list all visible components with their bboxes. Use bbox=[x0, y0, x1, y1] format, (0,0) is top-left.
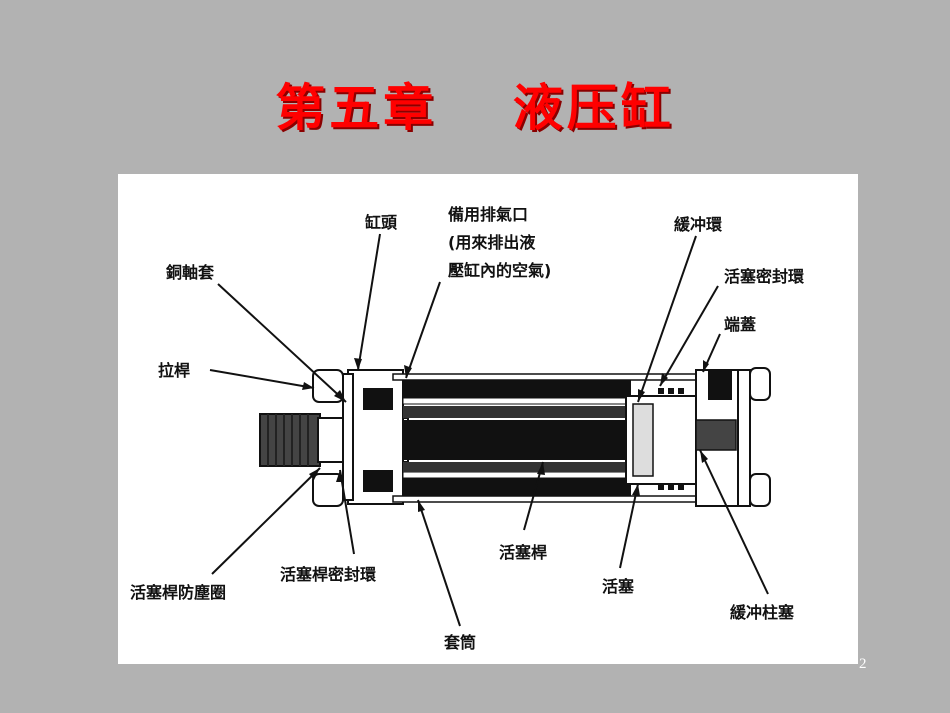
label-spare-vent-2: (用來排出液 bbox=[448, 233, 536, 252]
label-cushion-ring: 緩冲環 bbox=[674, 215, 723, 234]
cylinder-cross-section-drawing bbox=[209, 233, 771, 627]
label-rod-wiper: 活塞桿防塵圈 bbox=[130, 583, 227, 602]
leader-piston bbox=[619, 483, 639, 569]
page-number: 2 bbox=[859, 656, 867, 672]
label-end-cap: 端蓋 bbox=[724, 315, 757, 334]
label-bronze-bushing: 銅軸套 bbox=[166, 263, 215, 282]
rear-tie-rod-nut-bottom bbox=[749, 473, 771, 507]
label-piston-seal-ring: 活塞密封環 bbox=[724, 267, 805, 286]
leader-cushion-ring bbox=[637, 235, 697, 403]
label-barrel: 套筒 bbox=[444, 633, 477, 652]
cushion-plunger-body bbox=[695, 419, 737, 451]
rod-threaded-end bbox=[259, 413, 321, 467]
leader-piston-seal-ring bbox=[659, 285, 719, 387]
tie-rod-bottom bbox=[392, 495, 704, 503]
tie-rod-top bbox=[392, 373, 704, 381]
label-spare-vent-1: 備用排氣口 bbox=[448, 205, 529, 224]
leader-barrel bbox=[417, 499, 461, 627]
barrel-bottom-wall bbox=[403, 478, 631, 496]
label-piston-rod: 活塞桿 bbox=[499, 543, 548, 562]
barrel-top-wall bbox=[403, 380, 631, 398]
label-cylinder-head: 缸頭 bbox=[365, 213, 398, 232]
leader-rod-seal-ring bbox=[339, 469, 355, 555]
leader-spare-vent bbox=[405, 281, 441, 379]
leader-rod-wiper bbox=[211, 467, 321, 575]
rear-tie-rod-nut-top bbox=[749, 367, 771, 401]
label-spare-vent-3: 壓缸內的空氣) bbox=[448, 261, 552, 280]
label-piston: 活塞 bbox=[602, 577, 635, 596]
hydraulic-cylinder-figure: 缸頭 備用排氣口 (用來排出液 壓缸內的空氣) 緩冲環 銅軸套 活塞密封環 端蓋… bbox=[118, 174, 858, 664]
label-rod-seal-ring: 活塞桿密封環 bbox=[280, 565, 377, 584]
slide-title: 第五章 液压缸 bbox=[275, 79, 675, 137]
label-cushion-plunger: 緩冲柱塞 bbox=[730, 603, 795, 622]
leader-cylinder-head bbox=[357, 233, 381, 371]
label-tie-rod: 拉桿 bbox=[158, 361, 191, 380]
leader-bronze-bushing bbox=[217, 283, 347, 403]
leader-tie-rod bbox=[209, 369, 315, 389]
leader-cushion-plunger bbox=[699, 449, 769, 595]
